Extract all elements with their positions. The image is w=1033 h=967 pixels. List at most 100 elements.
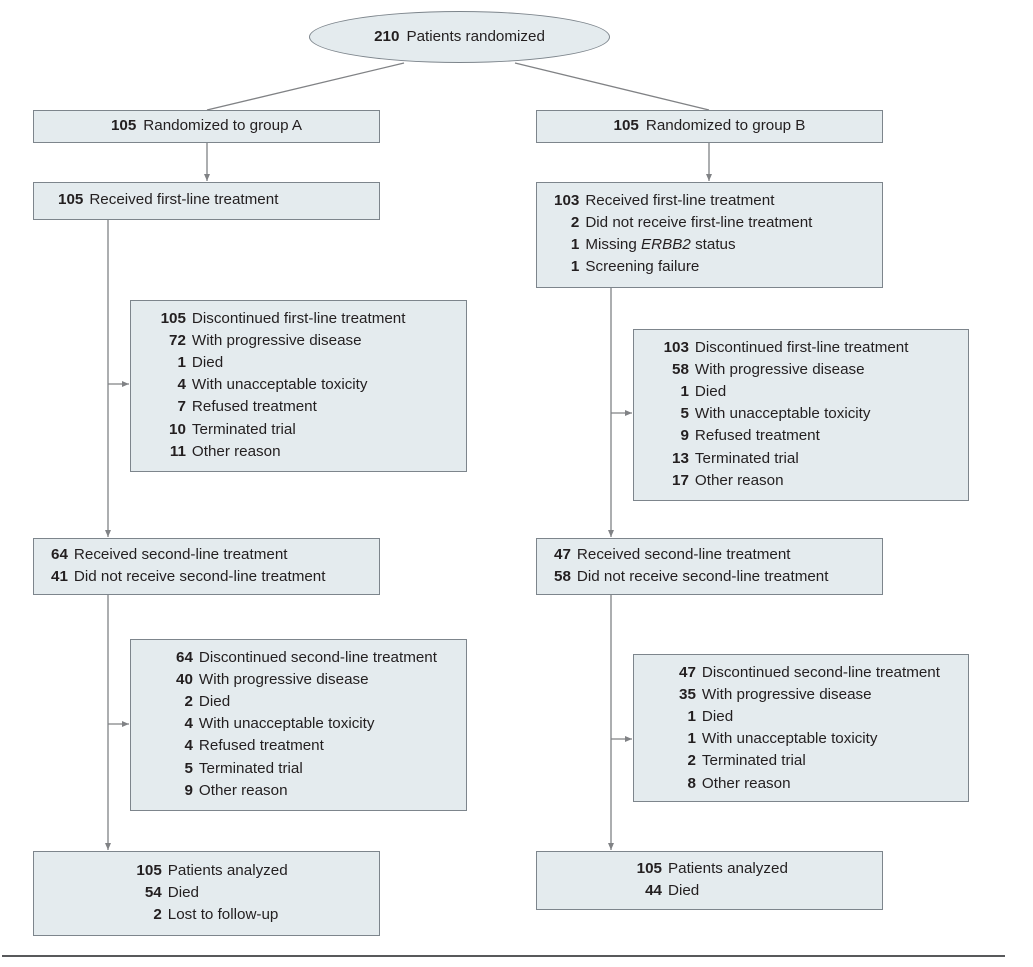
row: 105 Patients analyzed <box>631 858 788 880</box>
row-count: 1 <box>687 708 696 726</box>
node-rows: 105 Patients analyzed 54 Died 2 Lost to … <box>125 860 287 926</box>
node-group-b-first-line-discontinued: 103 Discontinued first-line treatment 58… <box>633 329 969 501</box>
row: 47 Received second-line treatment <box>554 544 828 566</box>
row-label: With unacceptable toxicity <box>198 715 375 733</box>
row-count: 105 <box>613 116 639 134</box>
row-count: 1 <box>687 730 696 748</box>
row-label: Discontinued first-line treatment <box>694 339 909 356</box>
row: 40 With progressive disease <box>162 669 437 691</box>
row: 17 Other reason <box>658 470 908 492</box>
node-rows: 47 Received second-line treatment 58 Did… <box>554 544 828 588</box>
node-rows: 103 Discontinued first-line treatment 58… <box>658 337 909 492</box>
node-group-b-second-line: 47 Received second-line treatment 58 Did… <box>536 538 883 595</box>
bottom-rule <box>2 955 1005 957</box>
row: 7 Refused treatment <box>155 396 405 418</box>
row-label: Terminated trial <box>701 752 806 770</box>
row-label: Randomized to group B <box>645 116 806 134</box>
row-count: 1 <box>570 258 580 276</box>
node-group-b-second-line-discontinued: 47 Discontinued second-line treatment 35… <box>633 654 969 802</box>
row: 103 Received first-line treatment <box>554 190 812 212</box>
row-count: 64 <box>176 649 193 666</box>
row-count: 8 <box>687 774 696 792</box>
row: 105 Received first-line treatment <box>58 189 278 211</box>
row-count: 11 <box>169 442 186 460</box>
row-count: 9 <box>184 781 193 799</box>
row: 13 Terminated trial <box>658 448 908 470</box>
row-label: Other reason <box>191 442 281 460</box>
row: 2 Died <box>162 691 437 713</box>
row-count: 103 <box>554 192 580 209</box>
node-group-b-first-line: 103 Received first-line treatment 2 Did … <box>536 182 883 288</box>
row-count: 2 <box>687 752 696 770</box>
row-count: 5 <box>184 759 193 777</box>
row: 4 Refused treatment <box>162 735 437 757</box>
row: 4 With unacceptable toxicity <box>162 713 437 735</box>
row: 1 Screening failure <box>554 256 812 278</box>
row-label: Did not receive second-line treatment <box>576 568 829 585</box>
node-group-b-analyzed: 105 Patients analyzed 44 Died <box>536 851 883 910</box>
row-label: Randomized to group A <box>143 116 303 134</box>
row: 54 Died <box>125 882 287 904</box>
row-count: 2 <box>570 214 580 232</box>
node-group-a-header: 105 Randomized to group A <box>33 110 380 143</box>
row-label: With unacceptable toxicity <box>191 376 368 394</box>
row-count: 105 <box>110 116 137 134</box>
row-label: Patients randomized <box>406 27 545 45</box>
row: 44 Died <box>631 880 788 902</box>
row: 2 Lost to follow-up <box>125 904 287 926</box>
row-count: 7 <box>177 398 186 416</box>
row: 1 Died <box>665 706 940 728</box>
row-label: Discontinued first-line treatment <box>191 310 406 327</box>
row-label: Received second-line treatment <box>73 545 288 563</box>
row-label: Died <box>191 354 224 372</box>
row-label: Received second-line treatment <box>576 545 791 563</box>
row-label: Other reason <box>198 781 288 799</box>
row: 72 With progressive disease <box>155 330 405 352</box>
row-count: 41 <box>51 568 68 585</box>
row: 1 With unacceptable toxicity <box>665 728 940 750</box>
node-group-a-second-line-discontinued: 64 Discontinued second-line treatment 40… <box>130 639 467 811</box>
row-label: Screening failure <box>585 258 700 276</box>
row-count: 58 <box>672 361 689 379</box>
row: 11 Other reason <box>155 441 405 463</box>
row-count: 2 <box>184 693 193 711</box>
row: 10 Terminated trial <box>155 419 405 441</box>
row-count: 1 <box>570 236 580 254</box>
row-label: Died <box>668 882 700 899</box>
row-label: With progressive disease <box>191 332 362 350</box>
row-count: 1 <box>177 354 186 372</box>
row: 58 Did not receive second-line treatment <box>554 566 828 588</box>
row-label: Discontinued second-line treatment <box>701 664 940 681</box>
row-count: 47 <box>679 664 696 681</box>
row: 210 Patients randomized <box>374 28 545 46</box>
row-count: 4 <box>177 376 186 394</box>
row-label: Discontinued second-line treatment <box>198 649 437 666</box>
row: 41 Did not receive second-line treatment <box>51 566 325 588</box>
node-rows: 64 Received second-line treatment 41 Did… <box>51 544 325 588</box>
row: 5 Terminated trial <box>162 758 437 780</box>
row-label: Did not receive second-line treatment <box>73 568 326 585</box>
row: 105 Discontinued first-line treatment <box>155 308 406 330</box>
node-rows: 105 Patients analyzed 44 Died <box>631 858 788 902</box>
row: 64 Received second-line treatment <box>51 544 325 566</box>
row-count: 4 <box>184 715 193 733</box>
node-group-a-analyzed: 105 Patients analyzed 54 Died 2 Lost to … <box>33 851 380 936</box>
node-rows: 47 Discontinued second-line treatment 35… <box>665 662 940 795</box>
row: 35 With progressive disease <box>665 684 940 706</box>
row-count: 54 <box>144 883 162 901</box>
node-rows: 105 Discontinued first-line treatment 72… <box>155 308 406 463</box>
row: 5 With unacceptable toxicity <box>658 403 908 425</box>
row-label: Other reason <box>701 774 791 792</box>
row-label: Died <box>167 883 200 901</box>
row-count: 105 <box>636 859 662 877</box>
row-count: 105 <box>136 861 162 879</box>
row-label-erbb2: Missing ERBB2 status <box>585 236 736 254</box>
row: 105 Patients analyzed <box>125 860 287 882</box>
row: 105 Randomized to group A <box>111 117 302 135</box>
row-label: Terminated trial <box>198 759 303 777</box>
row: 9 Other reason <box>162 780 437 802</box>
row-label: Refused treatment <box>198 737 324 755</box>
row: 47 Discontinued second-line treatment <box>665 662 940 684</box>
row-count: 105 <box>160 310 186 327</box>
